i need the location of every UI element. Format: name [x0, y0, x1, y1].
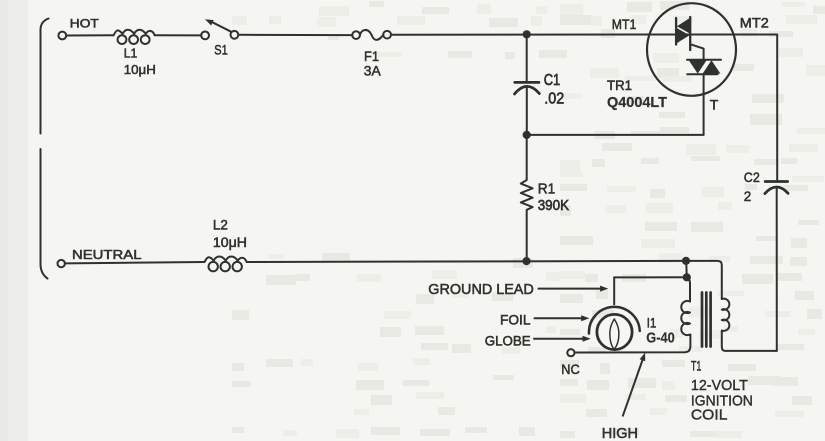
svg-text:10μH: 10μH	[213, 235, 247, 250]
svg-text:COIL: COIL	[691, 407, 728, 423]
svg-text:.02: .02	[544, 91, 564, 108]
svg-text:GROUND LEAD: GROUND LEAD	[428, 282, 534, 298]
svg-text:HOT: HOT	[70, 16, 100, 30]
svg-text:L1: L1	[124, 46, 138, 60]
svg-text:FOIL: FOIL	[500, 312, 531, 328]
svg-text:HIGH: HIGH	[602, 426, 638, 441]
svg-text:MT2: MT2	[740, 15, 769, 31]
svg-text:MT1: MT1	[612, 16, 637, 32]
svg-text:IGNITION: IGNITION	[691, 393, 753, 409]
svg-text:F1: F1	[364, 48, 379, 64]
svg-text:GLOBE: GLOBE	[485, 332, 531, 348]
svg-text:390K: 390K	[538, 197, 570, 214]
svg-text:Q4004LT: Q4004LT	[607, 94, 667, 111]
svg-text:I1: I1	[647, 315, 657, 331]
svg-text:2: 2	[744, 188, 752, 204]
svg-text:10μH: 10μH	[124, 62, 156, 77]
svg-text:NC: NC	[561, 361, 580, 377]
svg-text:NEUTRAL: NEUTRAL	[72, 247, 142, 262]
svg-text:S1: S1	[214, 42, 228, 58]
svg-text:TR1: TR1	[607, 77, 632, 93]
svg-text:C2: C2	[744, 169, 760, 185]
svg-text:C1: C1	[544, 72, 561, 89]
svg-text:3A: 3A	[364, 62, 382, 78]
svg-text:T: T	[710, 97, 719, 113]
svg-text:R1: R1	[538, 181, 556, 198]
svg-text:12-VOLT: 12-VOLT	[691, 378, 748, 394]
svg-text:G-40: G-40	[646, 329, 675, 346]
svg-text:L2: L2	[213, 218, 228, 233]
svg-text:T1: T1	[691, 357, 702, 373]
